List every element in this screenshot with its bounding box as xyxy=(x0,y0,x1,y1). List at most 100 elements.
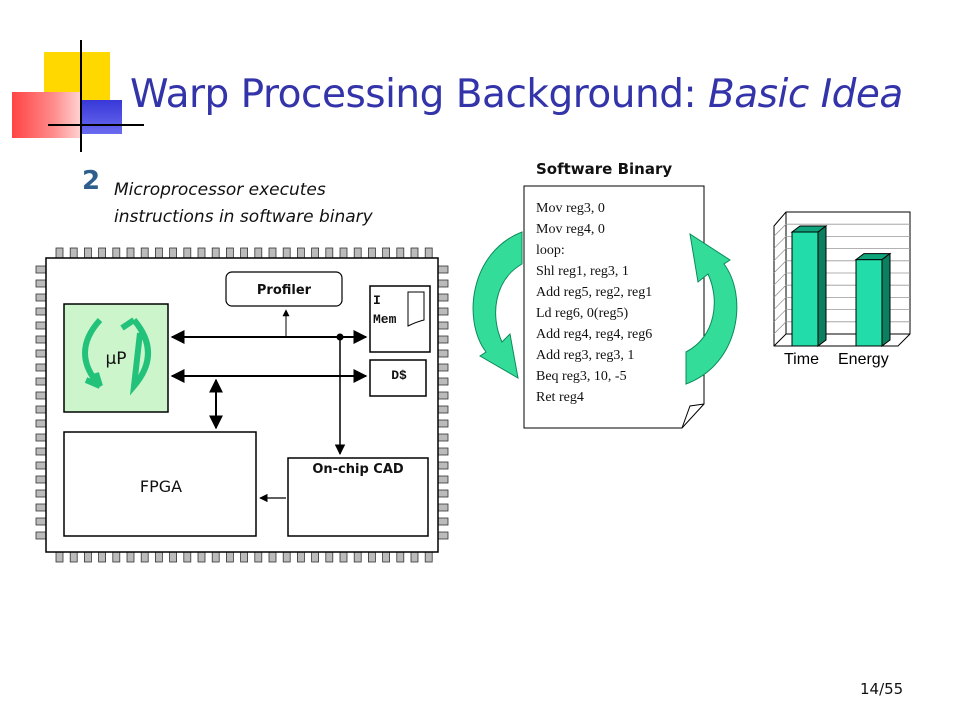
chip-pin xyxy=(126,247,135,259)
code-line: loop: xyxy=(536,243,565,258)
chip-pin xyxy=(437,321,449,330)
chip-pin xyxy=(211,247,220,259)
code-line: Beq reg3, 10, -5 xyxy=(536,369,627,384)
chip-pin xyxy=(35,391,47,400)
cad-box xyxy=(287,457,429,537)
chart-gridline-side xyxy=(773,272,787,286)
chip-pin xyxy=(35,433,47,442)
chip-pin xyxy=(396,247,405,259)
software-binary-code: Mov reg3, 0 Mov reg4, 0 loop: Shl reg1, … xyxy=(536,198,652,408)
chip-pin xyxy=(55,551,64,563)
chip-pin xyxy=(35,489,47,498)
chip-pin xyxy=(35,517,47,526)
micro-cycle-arrow-right xyxy=(120,317,151,396)
code-line: Add reg3, reg3, 1 xyxy=(536,348,635,363)
chip-pin xyxy=(140,247,149,259)
chart-gridline-side xyxy=(773,321,787,335)
chip-pin xyxy=(296,247,305,259)
chip-pin xyxy=(84,551,92,563)
micro-cycle-arrow-left xyxy=(82,317,103,389)
chart-gridline-side xyxy=(773,284,787,298)
chip-pin xyxy=(437,475,449,484)
chip-pin xyxy=(183,551,192,563)
slide-title-italic: Basic Idea xyxy=(708,72,903,117)
chip-pin xyxy=(35,321,47,330)
chip-pin xyxy=(98,247,106,259)
chip-pin xyxy=(311,551,320,563)
title-decoration-red xyxy=(12,92,80,138)
chip-pin xyxy=(35,405,47,414)
chip-pin xyxy=(35,293,47,302)
chart-bar-side xyxy=(817,225,827,347)
chip-pin xyxy=(382,247,391,259)
chip-pin xyxy=(437,349,449,358)
chip-pin xyxy=(424,247,433,259)
chip-pin xyxy=(84,247,92,259)
chart-label-time: Time xyxy=(784,351,819,368)
chip-pin xyxy=(35,335,47,344)
chip-pin xyxy=(169,247,178,259)
code-line: Mov reg3, 0 xyxy=(536,201,605,216)
chip-pin xyxy=(55,247,64,259)
chart-gridline-side xyxy=(773,248,787,261)
cycle-arrow-left xyxy=(472,231,523,379)
chip-pin xyxy=(296,551,305,563)
chip-pin xyxy=(437,279,449,288)
chip-pin xyxy=(35,531,47,540)
chip-pin xyxy=(69,247,78,259)
chip-pins xyxy=(35,247,449,563)
chip-pin xyxy=(282,247,291,259)
chip-pin xyxy=(35,377,47,386)
slide-title-main: Warp Processing Background: xyxy=(130,72,709,117)
chip-pin xyxy=(437,419,449,428)
chip-pin xyxy=(268,247,277,259)
chart-gridline-side xyxy=(773,236,787,249)
chip-pin xyxy=(35,265,47,274)
chip-pin xyxy=(424,551,433,563)
chip-pin xyxy=(437,447,449,456)
chip-pin xyxy=(240,247,249,259)
chart-gridline-side xyxy=(773,297,787,310)
slide-title: Warp Processing Background: Basic Idea xyxy=(130,72,903,117)
chip-pin xyxy=(437,405,449,414)
chip-pin xyxy=(325,247,334,259)
chip-pin xyxy=(112,551,121,563)
binary-document-fold xyxy=(681,403,705,429)
code-line: Shl reg1, reg3, 1 xyxy=(536,264,629,279)
chip-pin xyxy=(197,551,206,563)
code-line: Mov reg4, 0 xyxy=(536,222,605,237)
page-number: 14/55 xyxy=(860,680,904,698)
chip-pin xyxy=(225,247,234,259)
chip-pin xyxy=(282,551,291,563)
chip-pin xyxy=(35,503,47,512)
code-line: Ld reg6, 0(reg5) xyxy=(536,306,629,321)
code-line: Add reg4, reg4, reg6 xyxy=(536,327,653,342)
imem-label-line1: I xyxy=(373,293,381,308)
chip-pin xyxy=(382,551,391,563)
chip-pin xyxy=(183,247,192,259)
binary-document xyxy=(523,185,705,429)
chip-pin xyxy=(69,551,78,563)
chip-pin xyxy=(325,551,334,563)
chip-pin xyxy=(353,551,362,563)
chart-gridline-side xyxy=(773,309,787,322)
chip-pin xyxy=(35,363,47,372)
chart-bar-energy xyxy=(855,259,883,347)
profiler-label: Profiler xyxy=(256,283,312,298)
chip-pin xyxy=(396,551,405,563)
microprocessor-label: µP xyxy=(105,349,127,369)
fpga-label: FPGA xyxy=(139,477,183,496)
step-number: 2 xyxy=(82,166,101,196)
chip-pin xyxy=(353,247,362,259)
code-line: Ret reg4 xyxy=(536,390,584,405)
chip-pin xyxy=(254,247,263,259)
dcache-box xyxy=(369,359,427,397)
chip-pin xyxy=(35,447,47,456)
chip-pin xyxy=(35,475,47,484)
chart-gridline-side xyxy=(773,260,787,274)
chip-pin xyxy=(154,247,163,259)
chip-pin xyxy=(367,551,376,563)
chip-pin xyxy=(98,551,106,563)
chart-bars xyxy=(790,225,892,347)
software-binary-title: Software Binary xyxy=(536,160,673,178)
